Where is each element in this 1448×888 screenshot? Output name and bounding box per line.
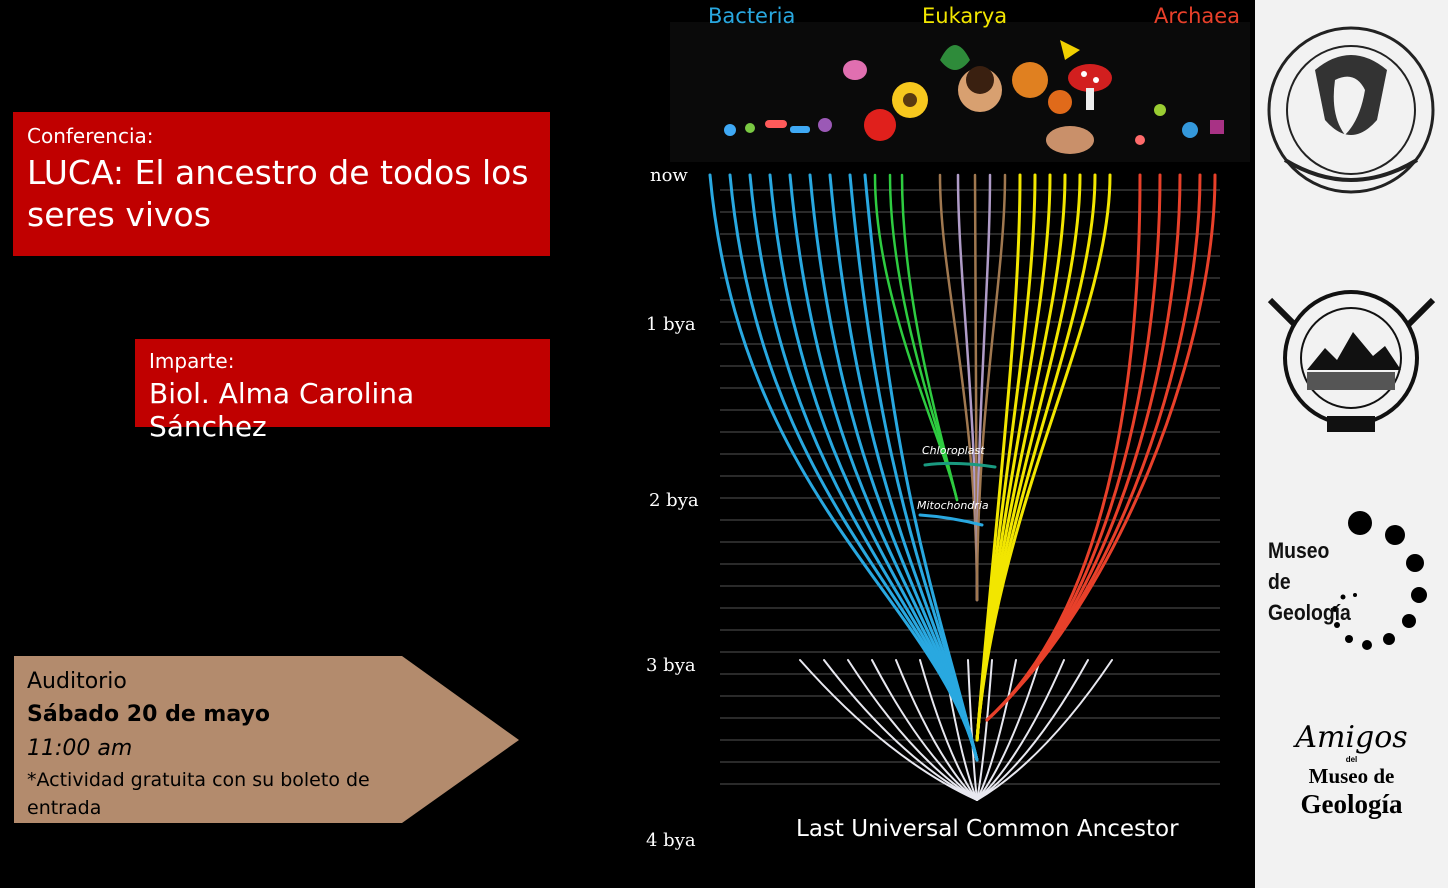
tree-branch: [976, 659, 1017, 801]
time-label-1bya: 1 bya: [646, 314, 696, 335]
domain-label-eukarya: Eukarya: [922, 4, 1008, 28]
tree-branch: [918, 513, 984, 527]
organism-collage: [724, 40, 1224, 154]
tree-branches: [708, 173, 1220, 801]
amigos-title: Amigos: [1295, 720, 1408, 755]
conference-label: Conferencia:: [27, 124, 154, 148]
venue-note: *Actividad gratuita con su boleto de ent…: [27, 769, 370, 819]
venue-text: Auditorio Sábado 20 de mayo 11:00 am *Ac…: [27, 666, 407, 822]
tree-branch: [923, 461, 997, 469]
tree-branch: [799, 659, 978, 801]
domain-label-archaea: Archaea: [1154, 4, 1241, 28]
tree-branch: [976, 659, 1041, 801]
tree-branch: [976, 659, 993, 801]
speaker-name: Biol. Alma Carolina Sánchez: [149, 377, 415, 443]
speaker-box: Imparte: Biol. Alma Carolina Sánchez: [135, 339, 550, 443]
venue-date: Sábado 20 de mayo: [27, 702, 270, 727]
luca-label: Last Universal Common Ancestor: [796, 816, 1179, 842]
chloroplast-label: Chloroplast: [922, 444, 985, 457]
venue-time: 11:00 am: [27, 736, 133, 761]
museo-geologia-spiral-logo: [1332, 511, 1427, 650]
conference-box: Conferencia: LUCA: El ancestro de todos …: [13, 112, 550, 256]
amigos-connector: del: [1345, 755, 1358, 764]
tree-branch: [919, 659, 978, 801]
museo-geologia-text: Museo de Geología: [1268, 538, 1351, 625]
amigos-museo-logo: Amigos del Museo de Geología: [1255, 720, 1448, 820]
mitochondria-label: Mitochondria: [917, 499, 989, 512]
amigos-line2: Geología: [1300, 789, 1403, 819]
amigos-line1: Museo de: [1308, 764, 1395, 788]
tree-branch: [985, 173, 1217, 722]
tree-of-life-illustration: [670, 22, 1250, 801]
tree-branch: [975, 173, 1112, 742]
tree-branch: [871, 659, 978, 801]
time-label-now: now: [650, 165, 688, 186]
tree-branch: [823, 659, 978, 801]
tree-branch: [975, 173, 1067, 742]
tree-branch: [975, 173, 1082, 742]
tree-branch: [976, 659, 1113, 801]
tree-branch: [976, 659, 1089, 801]
venue-place: Auditorio: [27, 669, 127, 694]
tree-branch: [975, 173, 1097, 742]
time-label-4bya: 4 bya: [646, 830, 696, 851]
tree-of-life-figure: Bacteria Eukarya Archaea now 1 bya 2 bya…: [640, 0, 1255, 888]
arrow-shape: [14, 656, 519, 823]
logo-panel: Museo de Geología Amigos del Museo de Ge…: [1255, 0, 1448, 888]
tree-branch: [900, 173, 959, 502]
time-label-2bya: 2 bya: [649, 490, 699, 511]
domain-label-bacteria: Bacteria: [708, 4, 796, 28]
instituto-geologia-logo: [1267, 290, 1436, 432]
tree-branch: [976, 659, 1065, 801]
tree-branch: [895, 659, 978, 801]
venue-arrow-box: Auditorio Sábado 20 de mayo 11:00 am *Ac…: [14, 656, 519, 823]
tree-branch: [847, 659, 978, 801]
tree-branch: [863, 173, 979, 762]
tree-branch: [708, 173, 979, 762]
unam-seal-logo: [1267, 26, 1435, 194]
time-label-3bya: 3 bya: [646, 655, 696, 676]
speaker-label: Imparte:: [149, 349, 235, 373]
conference-title: LUCA: El ancestro de todos los seres viv…: [27, 153, 529, 234]
